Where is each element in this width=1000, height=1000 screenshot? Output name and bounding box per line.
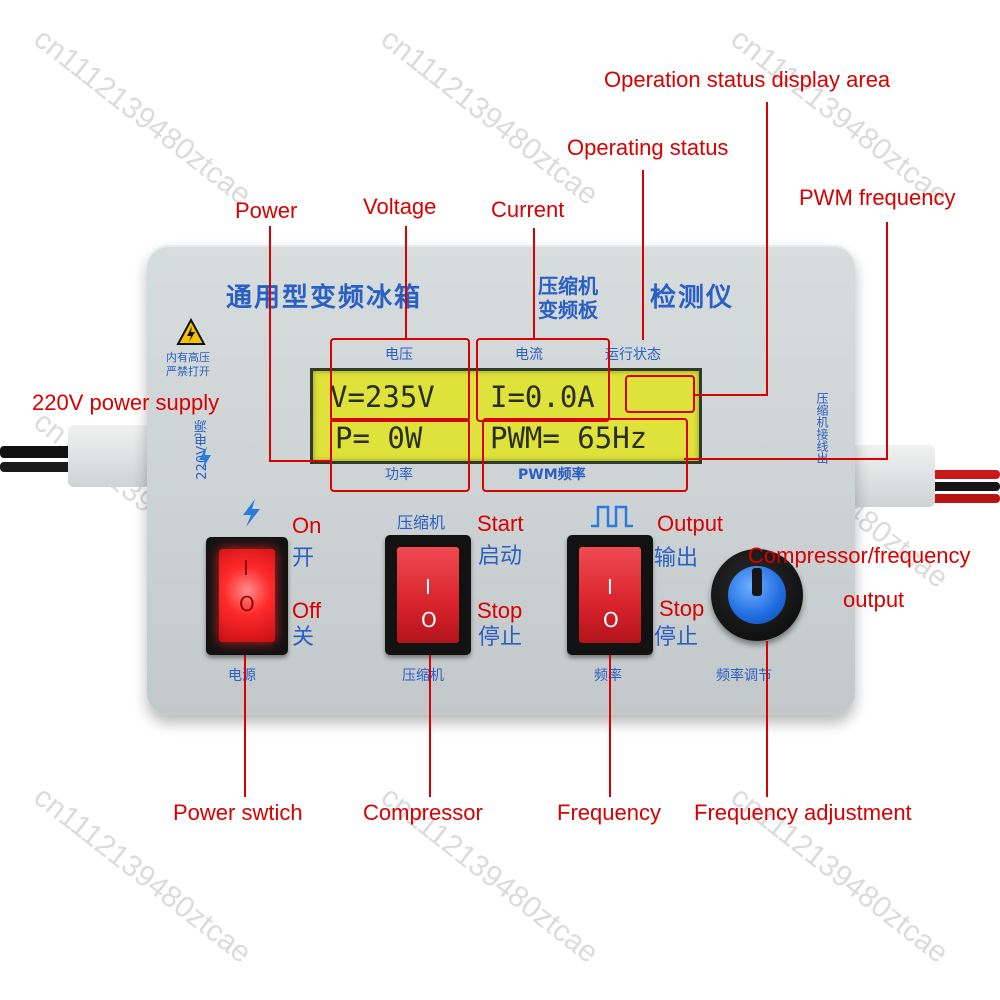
device-title-part3: 检测仪 (650, 283, 735, 313)
line-power-switch (244, 655, 246, 797)
compressor-cn-bottom: 压缩机 (402, 668, 444, 684)
line-power-horizontal (269, 460, 331, 462)
lcd-label-status: 运行状态 (605, 347, 661, 363)
callout-on: On (292, 513, 322, 538)
callout-stop-compressor: Stop (477, 598, 523, 623)
lcd-power-reading: P= 0W (335, 421, 423, 455)
power-switch-off-mark: O (239, 592, 255, 616)
compressor-stop-cn: 停止 (478, 625, 523, 650)
lcd-label-pwm: PWM频率 (518, 467, 586, 483)
power-switch-on-cn: 开 (292, 546, 315, 571)
high-voltage-warning-icon (176, 318, 206, 345)
current-highlight-box (476, 338, 610, 422)
lcd-label-power: 功率 (385, 467, 413, 483)
callout-start: Start (477, 511, 524, 536)
line-power-vertical (269, 226, 271, 462)
callout-pwm-frequency: PWM frequency (799, 185, 956, 210)
frequency-stop-cn: 停止 (654, 625, 699, 650)
line-operating-status (642, 170, 644, 340)
right-cable-gland (853, 445, 935, 507)
callout-frequency-adjustment: Frequency adjustment (694, 800, 912, 825)
device-title-part2-line1: 压缩机 (538, 274, 598, 298)
right-cable-red (930, 470, 1000, 479)
frequency-switch-off-mark: O (603, 608, 619, 632)
callout-220v-power-supply: 220V power supply (32, 390, 220, 415)
frequency-switch-on-mark: I (607, 575, 613, 599)
line-voltage (405, 226, 407, 338)
frequency-output-cn: 输出 (654, 546, 699, 571)
device-title-part2-line2: 变频板 (538, 298, 598, 322)
callout-compressor: Compressor (363, 800, 483, 825)
frequency-cn-bottom: 频率 (594, 668, 622, 684)
power-lightning-icon (243, 499, 260, 527)
frequency-rocker-switch[interactable] (579, 547, 641, 643)
right-cable-red-2 (930, 494, 1000, 503)
left-cable-black (0, 446, 80, 458)
lcd-label-voltage: 电压 (385, 347, 413, 363)
compressor-start-cn: 启动 (478, 544, 523, 569)
callout-compressor-frequency-output-line2: output (843, 587, 905, 612)
warning-text-line2: 严禁打开 (166, 365, 210, 378)
line-operation-area-vertical (766, 102, 768, 396)
line-frequency-adjustment (766, 641, 768, 797)
watermark-3: cn1112139480ztcae (724, 22, 955, 212)
lightning-icon (199, 446, 211, 470)
callout-power: Power (235, 198, 298, 223)
left-cable-gland (68, 425, 150, 487)
power-switch-off-cn: 关 (292, 625, 315, 650)
line-operation-area-horizontal (693, 394, 768, 396)
power-highlight-box (330, 418, 470, 492)
left-cable-black-2 (0, 462, 80, 472)
pwm-highlight-box (482, 418, 688, 492)
line-pwm-horizontal (684, 458, 888, 460)
callout-compressor-frequency-output-line1: Compressor/frequency (748, 543, 971, 568)
callout-output: Output (657, 511, 724, 536)
right-cable-black (930, 482, 1000, 491)
power-switch-on-mark: I (243, 556, 249, 580)
frequency-knob-indicator (752, 568, 762, 596)
callout-current: Current (491, 197, 565, 222)
frequency-adjust-cn: 频率调节 (716, 668, 772, 684)
callout-operation-status-display-area: Operation status display area (604, 67, 891, 92)
compressor-output-vertical-label: 压缩机接线出 (815, 392, 829, 464)
compressor-rocker-switch[interactable] (397, 547, 459, 643)
status-highlight-box (625, 375, 695, 413)
lcd-pwm-reading: PWM= 65Hz (490, 421, 648, 455)
callout-power-switch: Power swtich (173, 800, 303, 825)
compressor-switch-on-mark: I (425, 575, 431, 599)
device-title-part1: 通用型变频冰箱 (226, 283, 423, 313)
power-switch-cn-label: 电源 (228, 668, 256, 684)
callout-off: Off (292, 598, 321, 623)
callout-operating-status: Operating status (567, 135, 729, 160)
voltage-highlight-box (330, 338, 470, 422)
lcd-voltage-reading: V=235V (330, 380, 435, 414)
lcd-current-reading: I=0.0A (490, 380, 595, 414)
compressor-cn-top: 压缩机 (397, 513, 446, 532)
lcd-label-current: 电流 (515, 347, 543, 363)
compressor-switch-off-mark: O (421, 608, 437, 632)
callout-stop-frequency: Stop (659, 596, 705, 621)
callout-voltage: Voltage (363, 194, 437, 219)
callout-frequency: Frequency (557, 800, 661, 825)
pwm-waveform-icon (591, 505, 633, 528)
line-pwm-vertical (886, 222, 888, 460)
lcd-display (310, 368, 702, 464)
line-frequency (609, 655, 611, 797)
line-compressor (429, 655, 431, 797)
power-rocker-switch[interactable] (219, 549, 275, 642)
warning-text-line1: 内有高压 (166, 351, 210, 364)
watermark-1: cn1112139480ztcae (27, 22, 258, 212)
line-current (533, 228, 535, 338)
watermark-2: cn1112139480ztcae (374, 22, 605, 212)
